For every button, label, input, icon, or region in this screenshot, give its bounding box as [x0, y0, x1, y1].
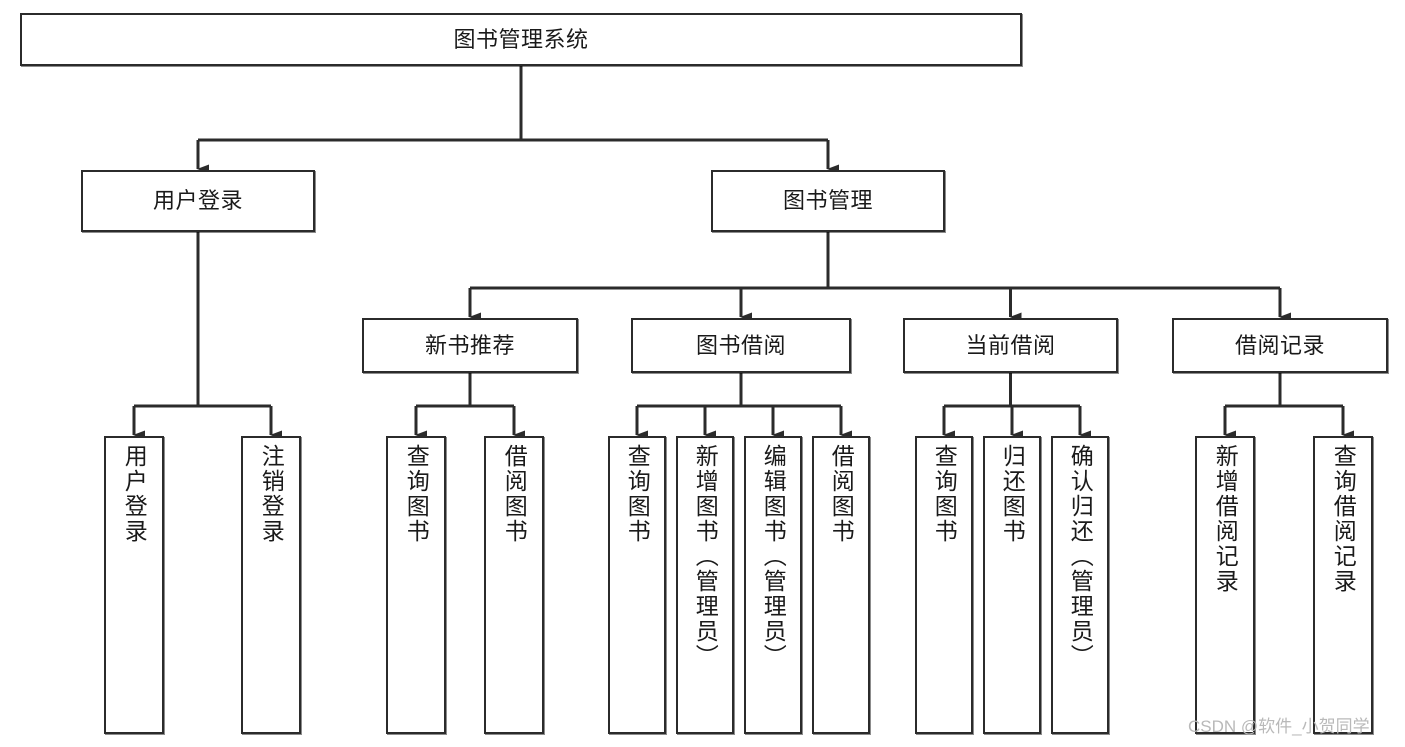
- node-label: 用户登录: [121, 444, 148, 544]
- node-leaf-add-record[interactable]: 新增借阅记录: [1195, 436, 1255, 734]
- node-leaf-query-book[interactable]: 查询图书: [608, 436, 666, 734]
- node-label: 图书管理: [782, 188, 873, 214]
- node-label: 查询图书: [403, 444, 430, 544]
- node-label: 查询借阅记录: [1330, 444, 1357, 594]
- node-root[interactable]: 图书管理系统: [20, 13, 1022, 66]
- node-label: 查询图书: [931, 444, 958, 544]
- node-leaf-user-login[interactable]: 用户登录: [104, 436, 164, 734]
- node-book-borrow[interactable]: 图书借阅: [631, 318, 851, 373]
- node-label: 借阅记录: [1234, 332, 1325, 358]
- node-label: 编辑图书（管理员）: [760, 444, 787, 669]
- node-borrow-record[interactable]: 借阅记录: [1172, 318, 1388, 373]
- node-label: 图书管理系统: [453, 26, 589, 52]
- node-label: 用户登录: [152, 188, 243, 214]
- watermark-label: CSDN @软件_小贺同学: [1188, 717, 1370, 736]
- node-leaf-return-book[interactable]: 归还图书: [983, 436, 1041, 734]
- node-leaf-confirm-return[interactable]: 确认归还（管理员）: [1051, 436, 1109, 734]
- node-label: 新增图书（管理员）: [692, 444, 719, 669]
- node-label: 查询图书: [624, 444, 651, 544]
- node-label: 新书推荐: [424, 332, 515, 358]
- node-label: 新增借阅记录: [1212, 444, 1239, 594]
- node-leaf-query-book-cur[interactable]: 查询图书: [915, 436, 973, 734]
- node-label: 借阅图书: [501, 444, 528, 544]
- node-leaf-borrow-book-rec[interactable]: 借阅图书: [484, 436, 544, 734]
- node-leaf-query-record[interactable]: 查询借阅记录: [1313, 436, 1373, 734]
- node-book-manage[interactable]: 图书管理: [711, 170, 945, 232]
- node-leaf-edit-book[interactable]: 编辑图书（管理员）: [744, 436, 802, 734]
- node-label: 注销登录: [258, 444, 285, 544]
- node-label: 借阅图书: [828, 444, 855, 544]
- node-leaf-query-book-rec[interactable]: 查询图书: [386, 436, 446, 734]
- node-leaf-add-book[interactable]: 新增图书（管理员）: [676, 436, 734, 734]
- node-new-book-recommend[interactable]: 新书推荐: [362, 318, 578, 373]
- node-current-borrow[interactable]: 当前借阅: [903, 318, 1118, 373]
- node-label: 归还图书: [999, 444, 1026, 544]
- node-label: 当前借阅: [965, 332, 1056, 358]
- node-user-login[interactable]: 用户登录: [81, 170, 315, 232]
- node-label: 确认归还（管理员）: [1067, 444, 1094, 669]
- node-leaf-borrow-book[interactable]: 借阅图书: [812, 436, 870, 734]
- node-label: 图书借阅: [695, 332, 786, 358]
- node-leaf-logout[interactable]: 注销登录: [241, 436, 301, 734]
